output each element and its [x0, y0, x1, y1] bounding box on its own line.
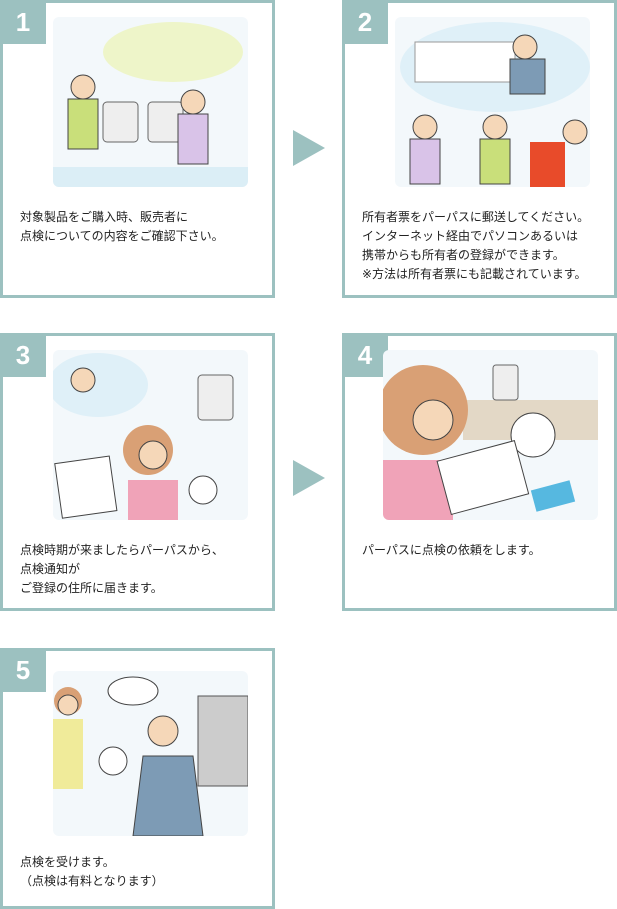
step-number: 3: [0, 333, 46, 377]
step-number: 1: [0, 0, 46, 44]
step-4-panel: 4 パーパスに点検の依頼をします。: [342, 333, 617, 611]
step-3-text: 点検時期が来ましたらパーパスから、 点検通知が ご登録の住所に届きます。: [20, 543, 224, 595]
step-5-text: 点検を受けます。 （点検は有料となります）: [20, 855, 164, 888]
step-1-illustration: [53, 17, 248, 187]
arrow-right-icon: [293, 130, 325, 166]
step-5-panel: 5 点検を受けます。 （点検は有料となります）: [0, 648, 275, 909]
step-1-panel: 1 対象製品をご購入時、販売者に 点検についての内容をご確認下さい。: [0, 0, 275, 298]
step-1-text: 対象製品をご購入時、販売者に 点検についての内容をご確認下さい。: [20, 210, 224, 243]
step-4-illustration: [383, 350, 598, 520]
step-3-panel: 3 点検時期が来ましたらパーパスから、 点検通知が ご登録の住所に届きます。: [0, 333, 275, 611]
step-number: 2: [342, 0, 388, 44]
step-number: 4: [342, 333, 388, 377]
step-2-panel: 2 所有者票をパーパスに郵送してください。 インターネット経由でパソコンあるいは…: [342, 0, 617, 298]
step-5-illustration: [53, 671, 248, 836]
step-2-illustration: [395, 17, 590, 187]
step-4-text: パーパスに点検の依頼をします。: [362, 543, 541, 557]
step-number: 5: [0, 648, 46, 692]
arrow-right-icon: [293, 460, 325, 496]
step-3-illustration: [53, 350, 248, 520]
step-2-text: 所有者票をパーパスに郵送してください。 インターネット経由でパソコンあるいは 携…: [362, 210, 590, 281]
